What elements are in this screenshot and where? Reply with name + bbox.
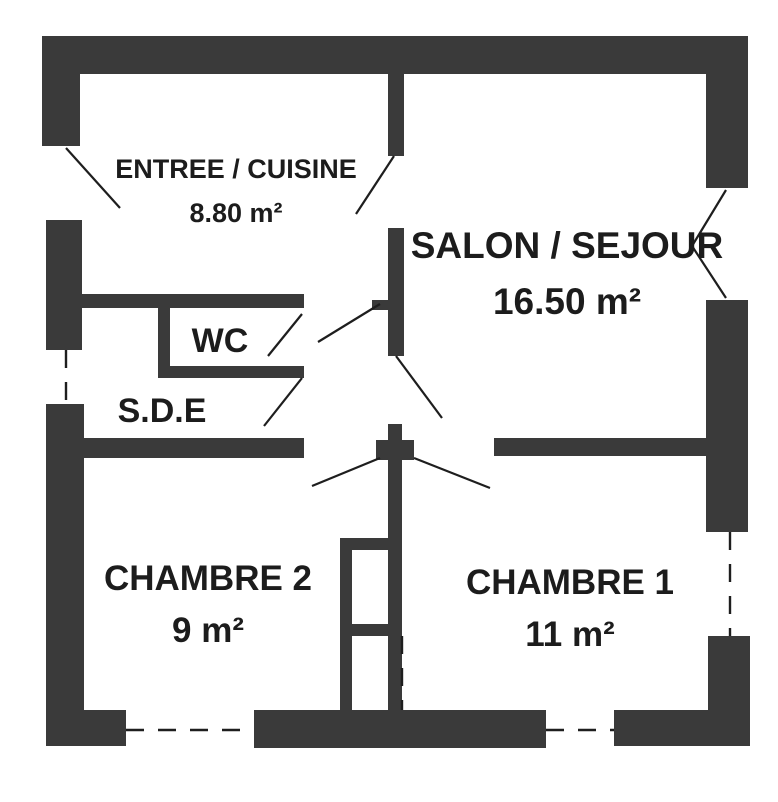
salon-sejour-name: SALON / SEJOUR: [411, 225, 724, 266]
salon-sejour-area: 16.50 m²: [493, 281, 641, 322]
door-entry-left: [65, 147, 121, 209]
door-chambre2: [311, 456, 381, 488]
window-salon-right: [690, 189, 727, 299]
wall-salon-left: [388, 228, 404, 356]
door-entry-right: [355, 155, 395, 215]
wall-closet-bottom: [340, 624, 392, 636]
wall-left-middle: [46, 220, 82, 350]
door-chambre1: [413, 456, 491, 490]
wall-divider-top: [388, 70, 404, 156]
wall-bottom-center: [254, 710, 546, 748]
wall-wc-left: [158, 306, 170, 376]
wall-right-middle: [706, 300, 748, 532]
wall-left-top: [42, 36, 80, 146]
wall-bottom-left: [46, 710, 126, 746]
wall-left-lower: [46, 404, 84, 746]
wc-name: WC: [192, 322, 249, 360]
wall-right-top: [706, 36, 748, 188]
wall-center-post-v: [388, 424, 402, 714]
entree-cuisine-name: ENTREE / CUISINE: [115, 154, 357, 184]
chambre-1-name: CHAMBRE 1: [466, 563, 674, 602]
wall-wc-top: [80, 294, 304, 308]
chambre-2-name: CHAMBRE 2: [104, 559, 312, 598]
dashed-openings: [64, 350, 732, 732]
wall-right-lower: [708, 636, 750, 746]
wall-closet-top: [340, 538, 392, 550]
walls: [42, 36, 750, 748]
wall-chambre1-top: [494, 438, 714, 456]
door-wc: [267, 313, 303, 357]
door-salon-left: [317, 303, 381, 343]
door-salon-bottom: [395, 355, 443, 419]
chambre-1-area: 11 m²: [525, 615, 615, 654]
wall-wc-bottom: [158, 366, 304, 378]
chambre-2-area: 9 m²: [172, 611, 244, 650]
door-lines: [65, 147, 727, 490]
sde-name: S.D.E: [118, 392, 207, 430]
door-sde: [263, 377, 303, 427]
entree-cuisine-area: 8.80 m²: [189, 198, 282, 228]
wall-top: [42, 36, 748, 74]
wall-sde-bottom: [80, 438, 304, 458]
